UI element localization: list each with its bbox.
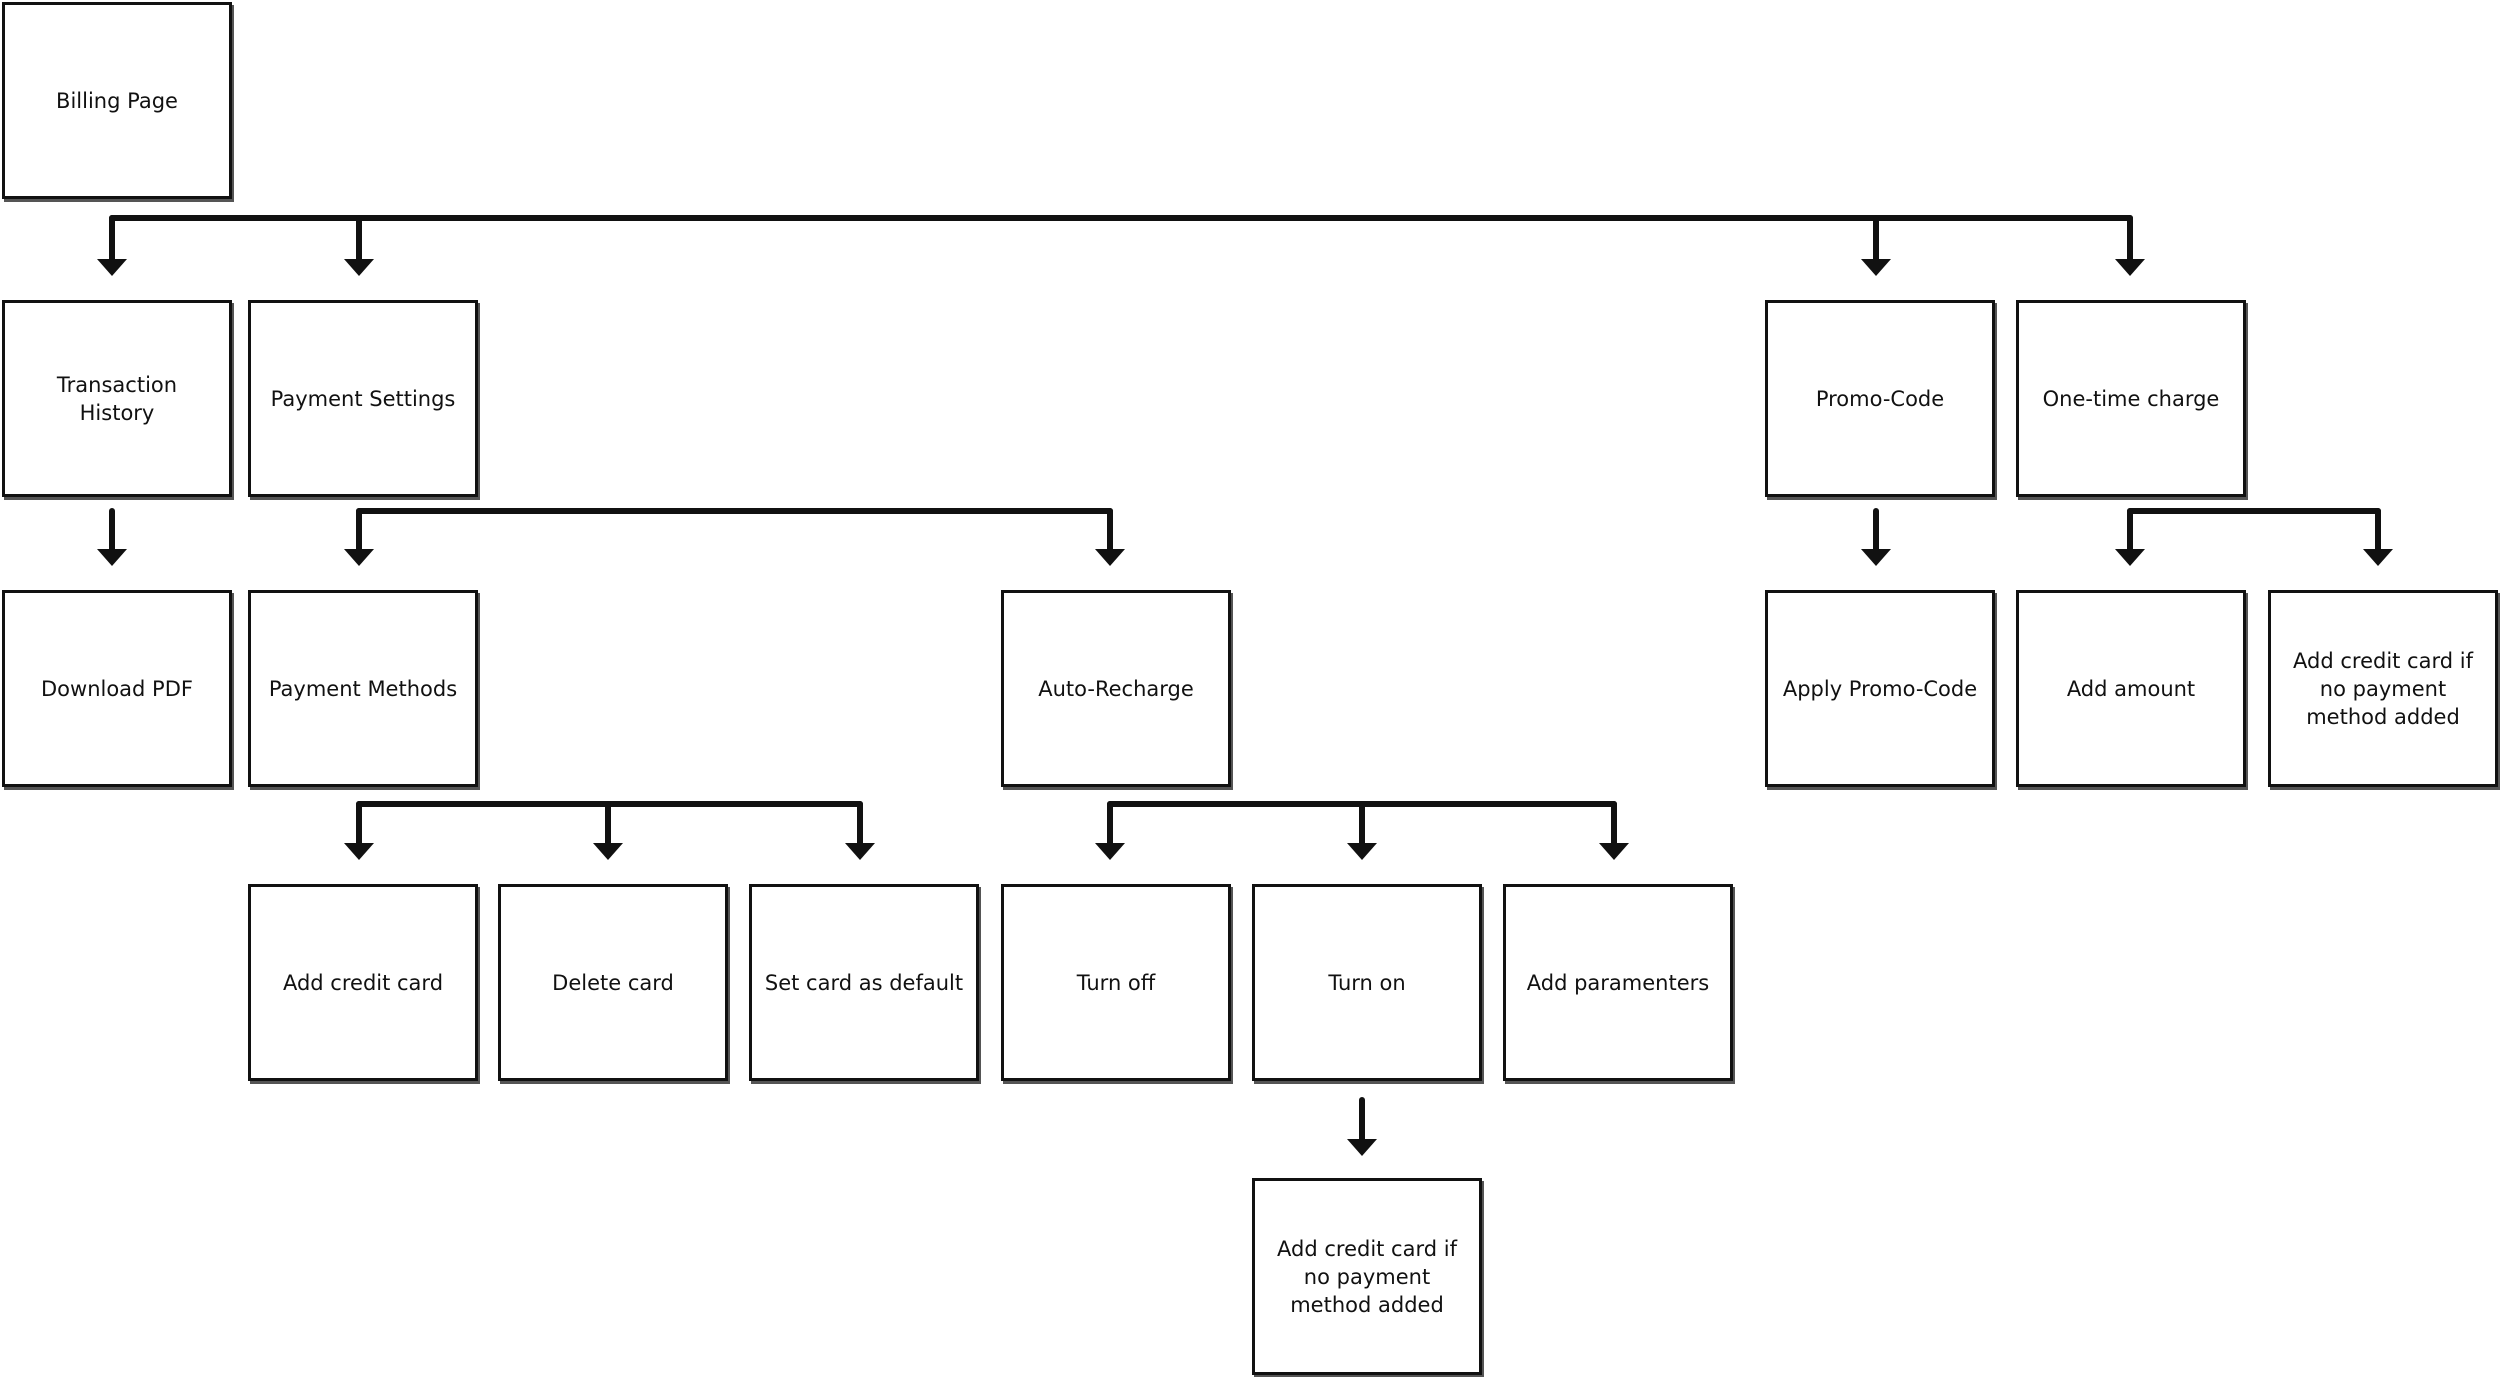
arrowhead	[344, 259, 374, 276]
node-turn-off: Turn off	[1001, 884, 1231, 1081]
node-label: Apply Promo-Code	[1782, 676, 1978, 701]
node-label: Add paramenters	[1526, 970, 1710, 995]
node-label: Transaction History	[56, 372, 178, 425]
node-turn-on: Turn on	[1252, 884, 1482, 1081]
arrowhead	[1861, 549, 1891, 566]
node-billing-page: Billing Page	[2, 2, 232, 199]
arrowhead	[1095, 549, 1125, 566]
node-label: Set card as default	[764, 970, 964, 995]
node-one-time-charge: One-time charge	[2016, 300, 2246, 497]
arrowhead	[593, 843, 623, 860]
node-add-credit-card: Add credit card	[248, 884, 478, 1081]
arrowhead	[1095, 843, 1125, 860]
node-label: Delete card	[552, 970, 674, 995]
node-label: One-time charge	[2042, 386, 2220, 411]
node-payment-settings: Payment Settings	[248, 300, 478, 497]
arrowhead	[1861, 259, 1891, 276]
node-label: Payment Methods	[268, 676, 458, 701]
node-add-paramenters: Add paramenters	[1503, 884, 1733, 1081]
node-transaction-history: Transaction History	[2, 300, 232, 497]
node-add-amount: Add amount	[2016, 590, 2246, 787]
arrowhead	[344, 843, 374, 860]
arrowhead	[2115, 549, 2145, 566]
node-set-card-default: Set card as default	[749, 884, 979, 1081]
node-label: Add credit card if no payment method add…	[2293, 648, 2473, 729]
node-label: Billing Page	[56, 88, 178, 113]
node-add-credit-card-if-none-onetime: Add credit card if no payment method add…	[2268, 590, 2498, 787]
node-label: Payment Settings	[270, 386, 456, 411]
node-download-pdf: Download PDF	[2, 590, 232, 787]
node-payment-methods: Payment Methods	[248, 590, 478, 787]
node-label: Add credit card	[282, 970, 444, 995]
arrowhead	[97, 259, 127, 276]
node-promo-code: Promo-Code	[1765, 300, 1995, 497]
arrowhead	[1347, 1139, 1377, 1156]
node-label: Download PDF	[41, 676, 193, 701]
node-label: Turn off	[1076, 970, 1156, 995]
node-label: Add credit card if no payment method add…	[1277, 1236, 1457, 1317]
arrowhead	[97, 549, 127, 566]
node-delete-card: Delete card	[498, 884, 728, 1081]
arrowhead	[2115, 259, 2145, 276]
arrowhead	[1347, 843, 1377, 860]
node-add-credit-card-if-none-autorecharge: Add credit card if no payment method add…	[1252, 1178, 1482, 1375]
arrowhead	[845, 843, 875, 860]
arrowhead	[2363, 549, 2393, 566]
arrowhead	[1599, 843, 1629, 860]
node-label: Turn on	[1328, 970, 1406, 995]
node-label: Promo-Code	[1815, 386, 1945, 411]
node-label: Add amount	[2066, 676, 2196, 701]
node-apply-promo-code: Apply Promo-Code	[1765, 590, 1995, 787]
node-label: Auto-Recharge	[1038, 676, 1194, 701]
node-auto-recharge: Auto-Recharge	[1001, 590, 1231, 787]
arrowhead	[344, 549, 374, 566]
